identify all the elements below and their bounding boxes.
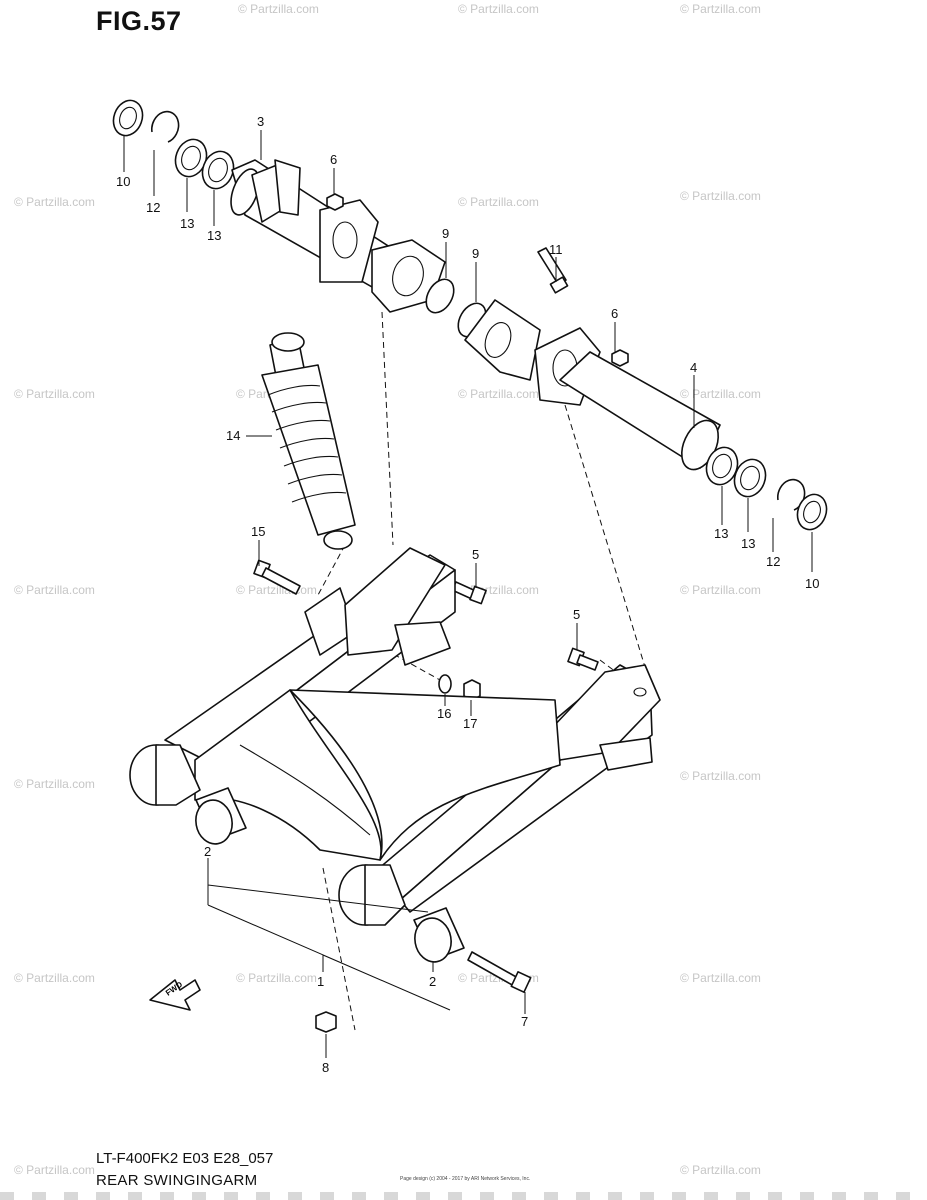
callout-17: 17 (463, 716, 477, 731)
watermark: © Partzilla.com (236, 971, 317, 985)
part-15-bolt (253, 559, 301, 595)
callout-10: 10 (805, 576, 819, 591)
callout-9: 9 (472, 246, 479, 261)
callout-numbers: 10 12 13 13 3 6 9 9 11 6 4 13 13 12 10 1… (116, 114, 819, 1075)
part-4-pivot-shaft-right (464, 299, 721, 471)
fwd-direction-arrow: FWD (149, 979, 201, 1011)
callout-9: 9 (442, 226, 449, 241)
part-10-oil-seal-right (796, 493, 828, 531)
model-code: LT-F400FK2 E03 E28_057 (96, 1150, 274, 1167)
watermark: © Partzilla.com (236, 583, 317, 597)
callout-13: 13 (207, 228, 221, 243)
watermark: © Partzilla.com (14, 777, 95, 791)
callout-13: 13 (180, 216, 194, 231)
part-5-bolt-upper (451, 581, 487, 605)
part-16-washer (438, 674, 452, 694)
part-8-nut (315, 1011, 337, 1033)
part-1-swingarm (129, 547, 661, 926)
part-2-bushing-left (195, 787, 247, 845)
callout-12: 12 (766, 554, 780, 569)
watermark: © Partzilla.com (14, 387, 95, 401)
part-3-pivot-shaft-left (230, 159, 446, 313)
bottom-edge-marks (0, 1192, 927, 1200)
watermark: © Partzilla.com (458, 387, 539, 401)
watermark: © Partzilla.com (680, 583, 761, 597)
callout-2: 2 (429, 974, 436, 989)
part-13-bearing-right-outer (733, 458, 767, 498)
callout-4: 4 (690, 360, 697, 375)
callout-15: 15 (251, 524, 265, 539)
watermark: © Partzilla.com (458, 195, 539, 209)
callout-16: 16 (437, 706, 451, 721)
callout-14: 14 (226, 428, 240, 443)
part-9-o-ring-left (425, 278, 455, 314)
callout-5: 5 (472, 547, 479, 562)
callout-11: 11 (549, 242, 563, 257)
watermark: © Partzilla.com (680, 971, 761, 985)
part-10-oil-seal-left (112, 99, 144, 137)
callout-13: 13 (741, 536, 755, 551)
callout-7: 7 (521, 1014, 528, 1029)
part-7-bolt (467, 951, 532, 994)
callout-5: 5 (573, 607, 580, 622)
callout-3: 3 (257, 114, 264, 129)
figure-title: FIG.57 (96, 6, 182, 36)
part-5-bolt-lower (567, 647, 599, 671)
section-name: REAR SWINGINGARM (96, 1172, 258, 1189)
watermark: © Partzilla.com (458, 2, 539, 16)
callout-12: 12 (146, 200, 160, 215)
watermark: © Partzilla.com (680, 387, 761, 401)
watermark: © Partzilla.com (14, 583, 95, 597)
copyright-notice: Page design (c) 2004 - 2017 by ARI Netwo… (400, 1176, 531, 1182)
watermark: © Partzilla.com (238, 2, 319, 16)
part-13-bearing-left-inner (201, 150, 235, 190)
watermark: © Partzilla.com (680, 769, 761, 783)
part-13-bearing-left-outer (174, 138, 208, 178)
watermark: © Partzilla.com (14, 1163, 95, 1177)
leader-lines (123, 130, 813, 1058)
callout-1: 1 (317, 974, 324, 989)
callout-10: 10 (116, 174, 130, 189)
watermark: © Partzilla.com (680, 1163, 761, 1177)
part-6-nut-lower (611, 349, 629, 367)
part-2-bushing-right (413, 907, 465, 963)
part-6-nut-upper (326, 193, 344, 211)
callout-2: 2 (204, 844, 211, 859)
watermark: © Partzilla.com (14, 971, 95, 985)
part-14-rear-shock-absorber (261, 332, 356, 550)
watermark: © Partzilla.com (680, 189, 761, 203)
callout-6: 6 (330, 152, 337, 167)
part-12-circlip-left (151, 110, 180, 143)
callout-8: 8 (322, 1060, 329, 1075)
callout-6: 6 (611, 306, 618, 321)
watermark: © Partzilla.com (14, 195, 95, 209)
callout-13: 13 (714, 526, 728, 541)
watermark: © Partzilla.com (680, 2, 761, 16)
